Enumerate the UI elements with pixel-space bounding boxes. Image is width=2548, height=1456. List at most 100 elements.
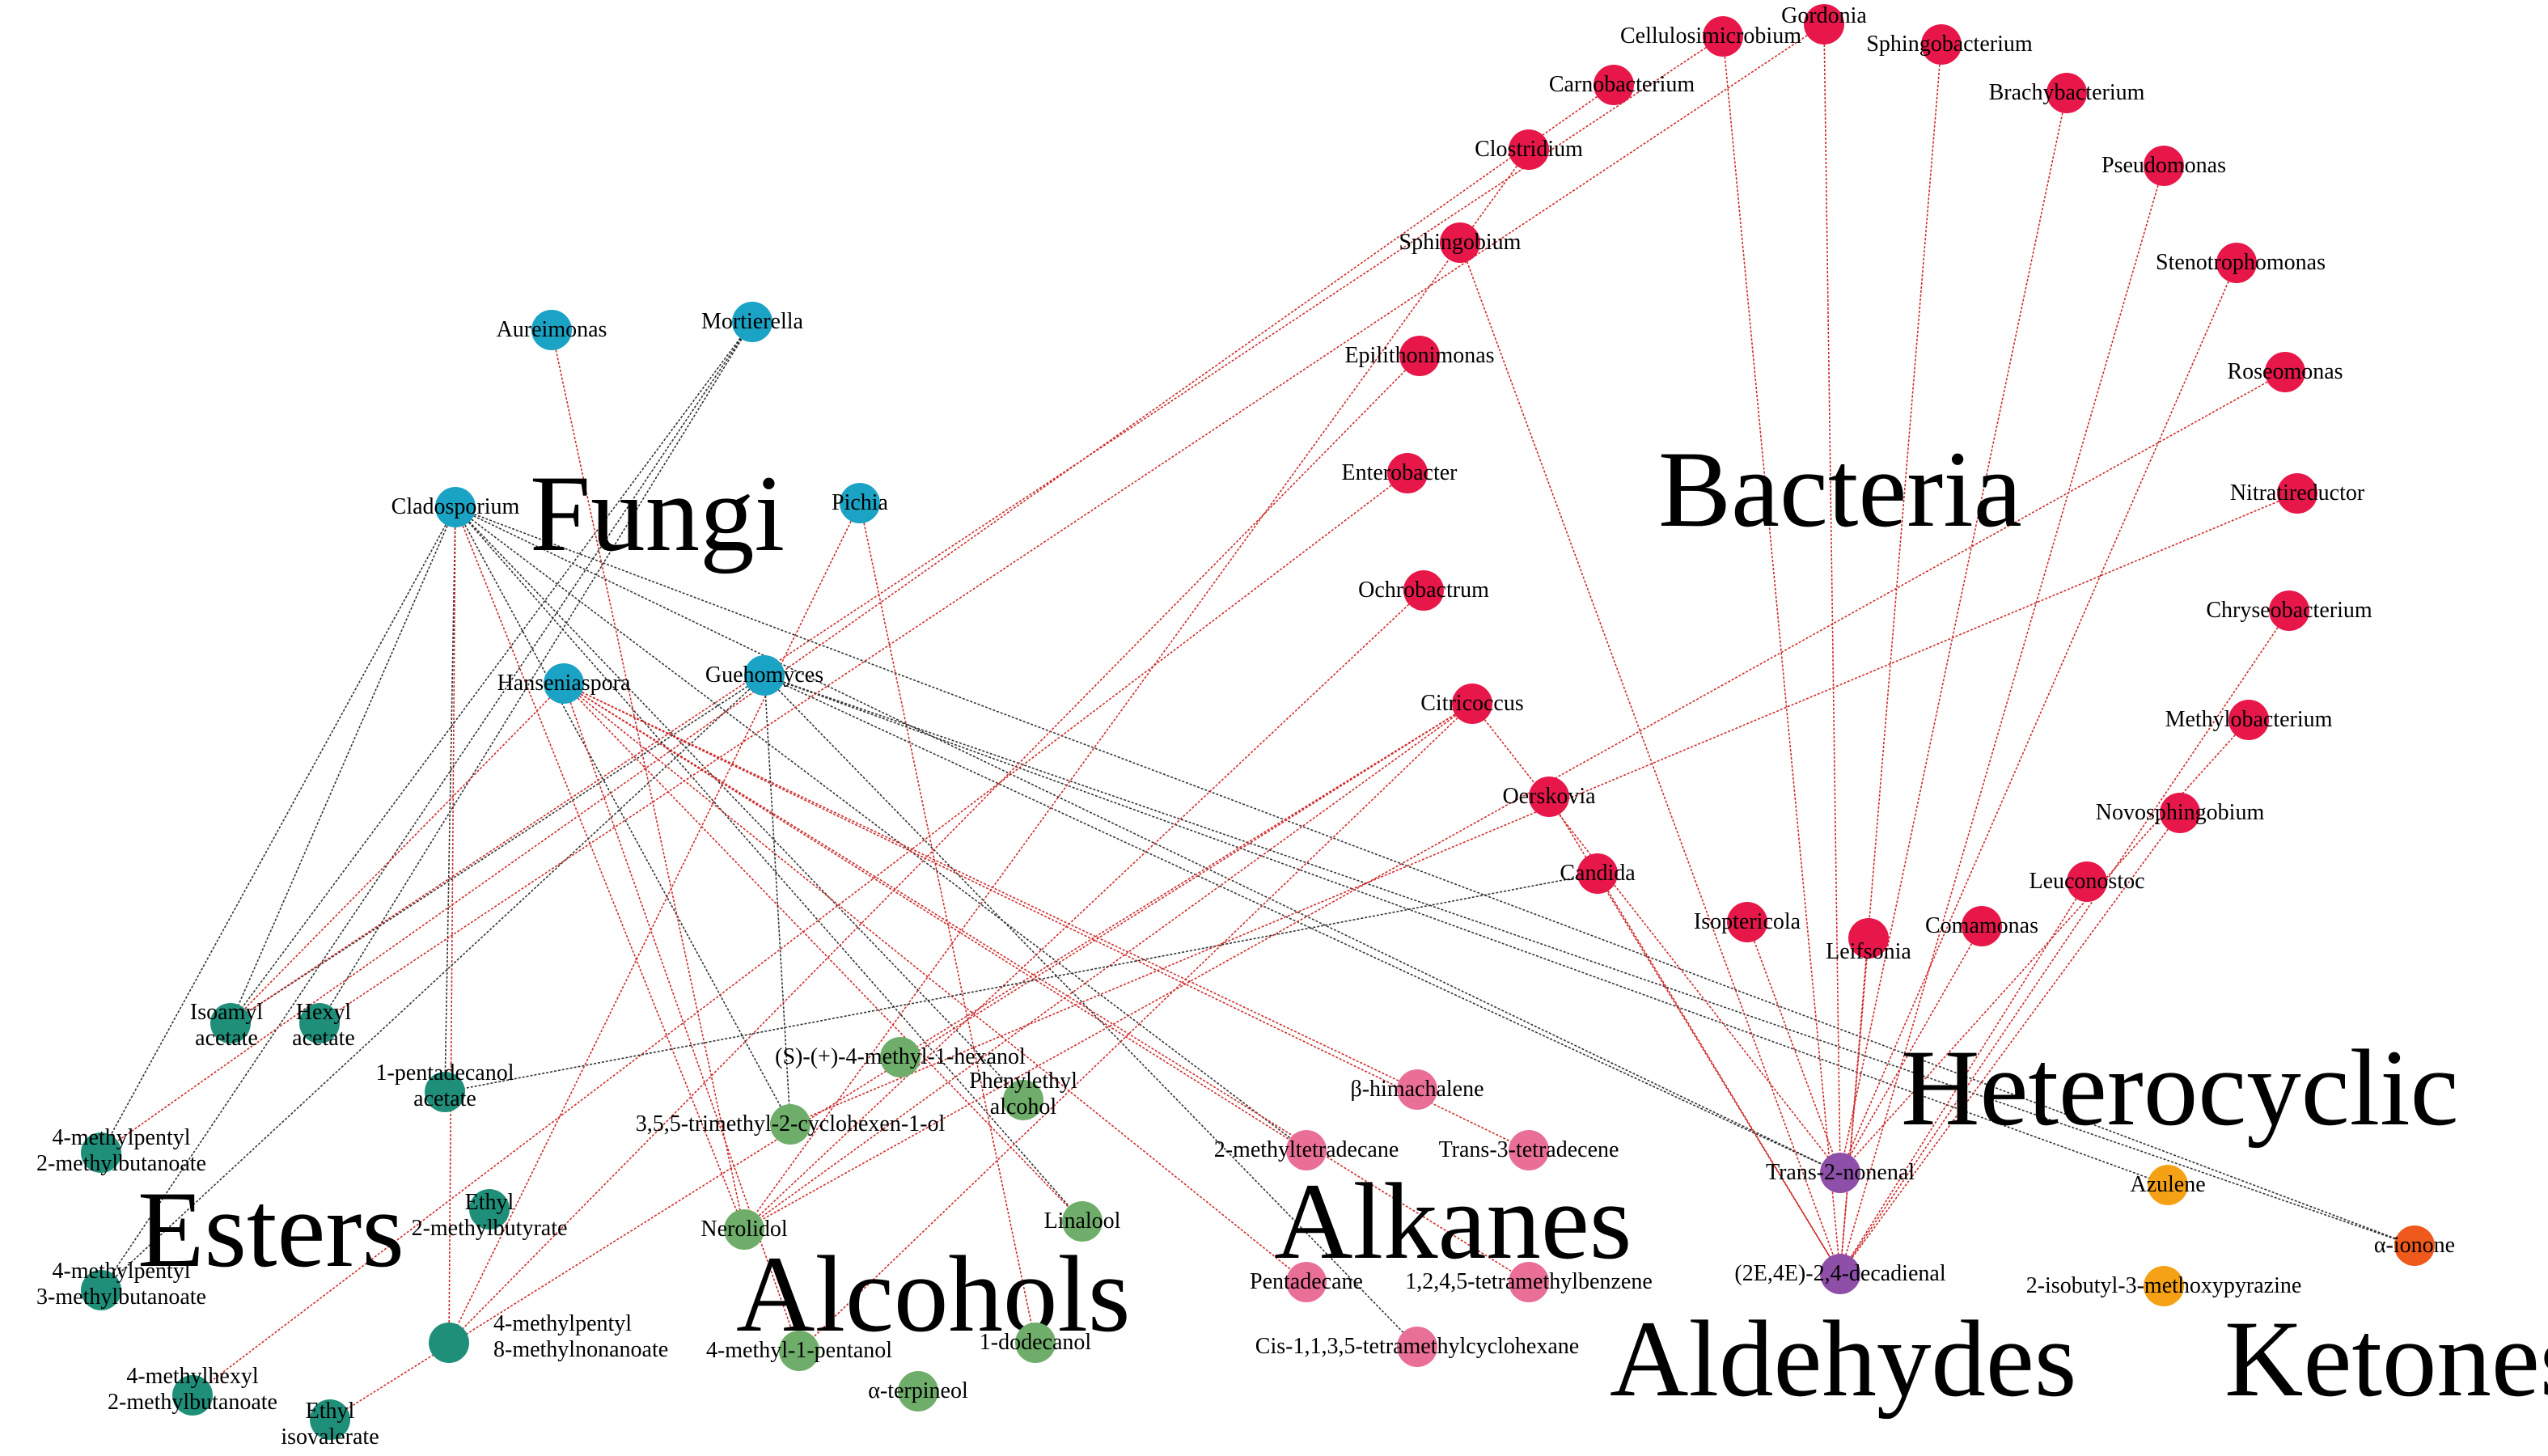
edge-citricoccus-t2n — [1471, 703, 1841, 1174]
node-label: Citricoccus — [1420, 691, 1524, 716]
group-label-bacteria: Bacteria — [1658, 430, 2022, 550]
node-marker — [81, 1132, 121, 1173]
node-marker — [724, 1209, 764, 1250]
edge-carnobacterium-mp_2mb — [100, 84, 1615, 1153]
edge-mortierella-isoamyl_acetate — [230, 321, 753, 1024]
node-sphingobium: Sphingobium — [1399, 222, 1522, 263]
edge-pichia-mp_8mn — [448, 502, 861, 1344]
node-marker — [2216, 243, 2257, 283]
edge-hanseniaspora-pentadecane — [563, 683, 1307, 1283]
node-marker — [779, 1331, 819, 1371]
node-label: Linalool — [1044, 1208, 1121, 1234]
node-t3t: Trans-3-tetradecene — [1439, 1130, 1619, 1170]
node-marker — [210, 1003, 251, 1043]
node-citricoccus: Citricoccus — [1420, 684, 1524, 724]
node-aureimonas: Aureimonas — [497, 310, 607, 350]
node-marker — [1921, 24, 1962, 65]
node-marker — [1529, 777, 1569, 817]
node-marker — [840, 483, 880, 523]
node-marker — [2277, 473, 2317, 514]
edge-epilithonimonas-mp_8mn — [448, 355, 1420, 1344]
node-terpineol: α-terpineol — [868, 1371, 968, 1412]
node-leuconostoc: Leuconostoc — [2029, 861, 2145, 902]
node-marker — [429, 1323, 469, 1363]
node-himachalene: β-himachalene — [1350, 1069, 1484, 1110]
edge-chryseobacterium-decadienal — [1839, 610, 2290, 1275]
node-label: Enterobacter — [1341, 460, 1458, 485]
node-comamonas: Comamonas — [1925, 906, 2038, 946]
edge-pichia-dodecanol — [859, 502, 1036, 1344]
edge-candida-pentadecanol_acetate — [444, 873, 1598, 1093]
node-marker — [1286, 1130, 1327, 1170]
node-label: Brachybacterium — [1989, 80, 2145, 105]
node-stenotrophomonas: Stenotrophomonas — [2156, 243, 2326, 283]
node-marker — [81, 1270, 121, 1310]
node-label: Cis-1,1,3,5-tetramethylcyclohexane — [1255, 1334, 1579, 1359]
node-nitratireductor: Nitratireductor — [2230, 473, 2365, 514]
edge-guehomyces-t2n — [764, 675, 1841, 1174]
node-label: α-ionone — [2374, 1233, 2455, 1258]
edge-leuconostoc-decadienal — [1839, 881, 2088, 1275]
node-mortierella: Mortierella — [701, 302, 804, 342]
node-marker — [299, 1003, 340, 1043]
node-s-4m1h: (S)-(+)-4-methyl-1-hexanol — [775, 1037, 1026, 1077]
edge-comamonas-t2n — [1839, 925, 1983, 1174]
node-marker — [2160, 793, 2200, 833]
node-label: Cellulosimicrobium — [1620, 23, 1801, 49]
node-marker — [2144, 1266, 2184, 1306]
node-m1p: 4-methyl-1-pentanol — [706, 1331, 892, 1371]
node-ochrobactrum: Ochrobactrum — [1358, 570, 1489, 611]
group-label-alkanes: Alkanes — [1274, 1162, 1632, 1282]
group-label-esters: Esters — [138, 1170, 404, 1290]
node-label: 2-isobutyl-3-methoxypyrazine — [2026, 1273, 2302, 1298]
node-label: Mortierella — [701, 309, 804, 334]
edge-cladosporium-mp_2mb — [100, 506, 456, 1153]
node-marker — [425, 1072, 465, 1112]
node-label: Oerskovia — [1502, 784, 1596, 809]
edge-gordonia-t2n — [1823, 23, 1841, 1174]
node-marker — [2148, 1165, 2188, 1205]
node-marker — [1820, 1153, 1860, 1193]
node-marker — [531, 310, 572, 350]
edge-cladosporium-ionone — [455, 506, 2415, 1246]
edge-hanseniaspora-t3t — [563, 683, 1530, 1151]
node-tmb: 1,2,4,5-tetramethylbenzene — [1405, 1262, 1653, 1302]
node-label: Clostridium — [1475, 137, 1583, 162]
edge-brachybacterium-t2n — [1839, 92, 2068, 1174]
node-marker — [544, 663, 584, 704]
node-label: Azulene — [2130, 1172, 2205, 1197]
edge-hanseniaspora-himachalene — [563, 683, 1418, 1090]
node-gordonia: Gordonia — [1781, 3, 1867, 44]
node-label: Nitratireductor — [2230, 480, 2365, 506]
node-isoptericola: Isoptericola — [1694, 902, 1801, 942]
node-label: Pseudomonas — [2101, 153, 2226, 178]
node-brachybacterium: Brachybacterium — [1989, 73, 2145, 113]
node-label: Stenotrophomonas — [2156, 250, 2326, 275]
node-marker — [2067, 861, 2107, 902]
node-marker — [1703, 16, 1743, 57]
node-marker — [1804, 4, 1844, 44]
node-ibmp: 2-isobutyl-3-methoxypyrazine — [2026, 1266, 2302, 1306]
node-marker — [744, 655, 785, 696]
node-dodecanol: 1-dodecanol — [980, 1323, 1091, 1363]
node-tmch: 3,5,5-trimethyl-2-cyclohexen-1-ol — [636, 1104, 945, 1145]
node-chryseobacterium: Chryseobacterium — [2206, 590, 2372, 631]
edge-hanseniaspora-isoamyl_acetate — [230, 683, 565, 1024]
node-marker — [310, 1399, 350, 1440]
edge-hanseniaspora-tmb — [563, 683, 1530, 1283]
node-label: Pentadecane — [1250, 1269, 1363, 1294]
edge-guehomyces-azulene — [764, 675, 2169, 1186]
node-sphingobacterium: Sphingobacterium — [1866, 24, 2033, 65]
node-methylobacterium: Methylobacterium — [2165, 700, 2333, 740]
node-marker — [1440, 222, 1480, 263]
